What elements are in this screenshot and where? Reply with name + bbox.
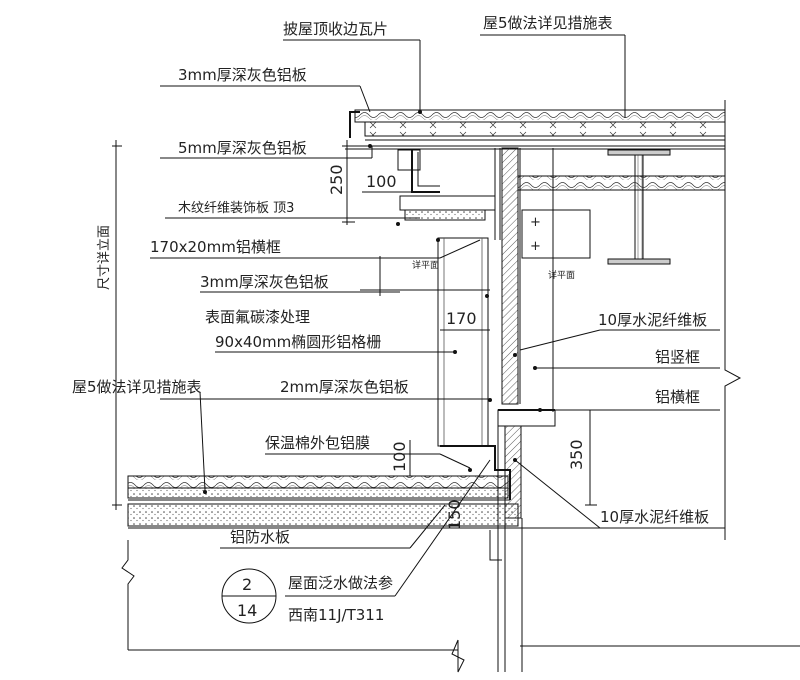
cement-board-2-label: 10厚水泥纤维板 (600, 508, 709, 526)
leader-lines (150, 34, 720, 597)
break-lines (121, 100, 800, 673)
lower-roof-layers (127, 445, 725, 561)
insulation-label: 保温棉外包铝膜 (265, 434, 370, 452)
ridge-tile-label: 披屋顶收边瓦片 (283, 20, 388, 38)
al-2mm-label: 2mm厚深灰色铝板 (280, 378, 409, 396)
al-transom-label: 铝横框 (655, 388, 700, 406)
dimension-100-bottom: 100 (390, 441, 409, 472)
dimension-350: 350 (567, 439, 586, 470)
elliptical-grille-label: 90x40mm椭圆形铝格栅 (215, 333, 381, 351)
atlas-ref-label: 西南11J/T311 (288, 606, 384, 624)
plus-icon: + (530, 239, 541, 254)
canopy-fascia-frame (397, 148, 501, 240)
al-5mm-label: 5mm厚深灰色铝板 (178, 139, 307, 157)
wood-fiber-label: 木纹纤维装饰板 顶3 (178, 201, 294, 216)
size-note-label: 尺寸详立面 (97, 225, 112, 290)
aluminium-grille-panel (437, 237, 489, 447)
detail-plane-1-label: 详平面 (412, 259, 439, 271)
al-3mm-mid-label: 3mm厚深灰色铝板 (200, 273, 329, 291)
steel-i-beam (607, 149, 671, 265)
dimension-150: 150 (445, 499, 464, 530)
dimension-lines (112, 140, 597, 510)
roof5-left-label: 屋5做法详见措施表 (72, 378, 202, 396)
dimension-100-top: 100 (366, 172, 397, 191)
callout-number: 2 (242, 575, 252, 594)
al-frame-170-label: 170x20mm铝横框 (150, 238, 281, 256)
junction-box: + + (521, 209, 591, 259)
al-waterproof-label: 铝防水板 (230, 528, 290, 546)
al-3mm-top-label: 3mm厚深灰色铝板 (178, 66, 307, 84)
cement-board-1-label: 10厚水泥纤维板 (598, 311, 707, 329)
dimension-170: 170 (446, 309, 477, 328)
plus-icon: + (530, 215, 541, 230)
upper-roof-layers (345, 109, 726, 150)
callout-sheet: 14 (237, 601, 257, 620)
flashing-ref-label: 屋面泛水做法参 (288, 574, 393, 592)
leader-dots (203, 110, 542, 494)
al-mullion-label: 铝竖框 (655, 348, 700, 366)
fluorocarbon-label: 表面氟碳漆处理 (205, 308, 310, 326)
dimension-250: 250 (327, 164, 346, 195)
roof5-top-label: 屋5做法详见措施表 (483, 14, 613, 32)
detail-callout: 2 14 (221, 568, 277, 624)
wall-top-insulation (517, 175, 726, 191)
detail-plane-2-label: 详平面 (548, 269, 575, 281)
